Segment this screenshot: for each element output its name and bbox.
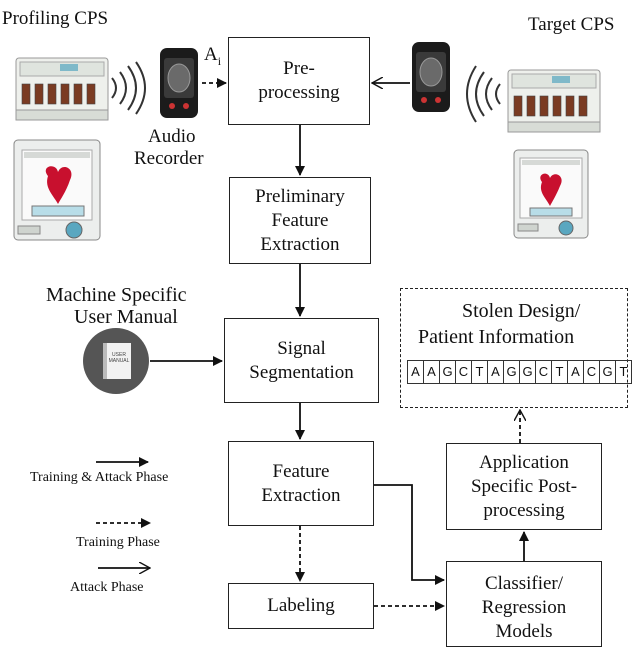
dna-base-cell: T xyxy=(472,361,488,383)
legend-solid-label: Training & Attack Phase xyxy=(30,470,169,485)
arrow-feature-to-classifier xyxy=(374,484,445,585)
audio-recorder-label-line1: Audio xyxy=(148,126,196,147)
dna-base-cell: A xyxy=(488,361,504,383)
dna-base-cell: A xyxy=(424,361,440,383)
profiling-sound-waves-icon xyxy=(111,61,146,115)
target-phone-icon xyxy=(412,42,450,112)
dna-base-cell: C xyxy=(456,361,472,383)
audio-recorder-label-line2: Recorder xyxy=(134,148,204,169)
dna-base-cell: A xyxy=(408,361,424,383)
legend-open-label: Attack Phase xyxy=(70,580,144,595)
dna-base-cell: G xyxy=(440,361,456,383)
profiling-infusion-pump-icon xyxy=(15,57,109,121)
profiling-3d-printer-icon xyxy=(13,139,101,241)
dna-base-cell: T xyxy=(552,361,568,383)
manual-label-line2: User Manual xyxy=(74,306,178,328)
dna-base-cell: C xyxy=(536,361,552,383)
manual-book-text-1: USER xyxy=(112,352,126,358)
signal-label: Ai xyxy=(204,44,222,68)
legend-dotted-label: Training Phase xyxy=(76,535,160,550)
target-infusion-pump-icon xyxy=(507,69,601,133)
dna-base-cell: T xyxy=(619,364,628,379)
dna-base-cell: A xyxy=(568,361,584,383)
profiling-phone-icon xyxy=(160,48,198,118)
manual-book-text-2: MANUAL xyxy=(108,358,130,364)
profiling-cps-title: Profiling CPS xyxy=(2,8,109,29)
target-sound-waves-icon xyxy=(466,65,501,123)
labeling-box: Labeling xyxy=(228,583,374,629)
stolen-label-line2: Patient Information xyxy=(418,326,575,348)
stolen-label-line1: Stolen Design/ xyxy=(462,300,581,322)
stolen-information-box xyxy=(400,288,628,408)
dna-base-cell: G xyxy=(504,361,520,383)
dna-base-cell: G xyxy=(600,361,616,383)
preprocessing-box: Pre-processing xyxy=(228,37,370,125)
dna-base-cell: C xyxy=(584,361,600,383)
dna-base-cell: G xyxy=(520,361,536,383)
manual-label-line1: Machine Specific xyxy=(46,284,187,306)
target-cps-title: Target CPS xyxy=(528,14,615,35)
target-3d-printer-icon xyxy=(513,149,589,239)
user-manual-icon: USER MANUAL xyxy=(83,328,149,394)
